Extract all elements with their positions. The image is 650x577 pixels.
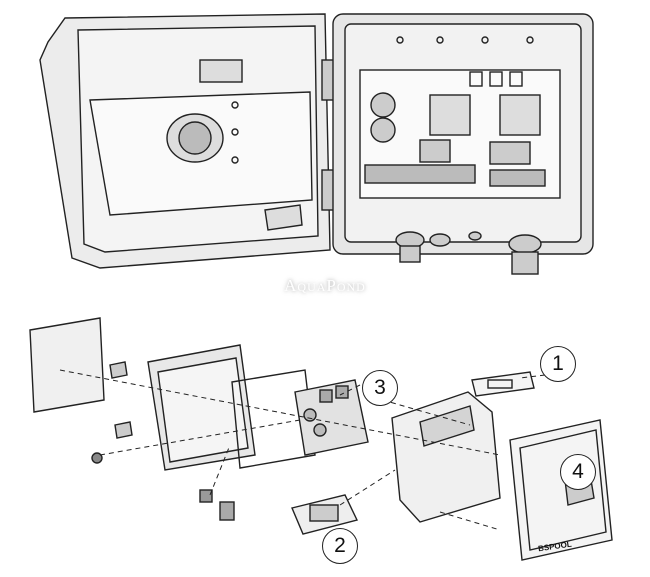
back-plate bbox=[29, 317, 105, 413]
display-label-part-1 bbox=[471, 371, 535, 397]
enclosure-base bbox=[332, 13, 594, 275]
callout-4: 4 bbox=[560, 454, 596, 490]
watermark: AquaPond bbox=[284, 276, 366, 295]
callout-1: 1 bbox=[540, 346, 576, 382]
enclosure-lid bbox=[39, 13, 331, 269]
exploded-enclosure bbox=[91, 344, 256, 521]
mounting-clips bbox=[109, 361, 133, 439]
display-module-part-2 bbox=[291, 494, 358, 535]
circuit-board-exploded bbox=[294, 379, 369, 456]
front-cover bbox=[391, 391, 501, 523]
callout-2: 2 bbox=[322, 528, 358, 564]
front-panel bbox=[509, 419, 613, 561]
gasket bbox=[231, 369, 316, 469]
callout-3: 3 bbox=[362, 370, 398, 406]
